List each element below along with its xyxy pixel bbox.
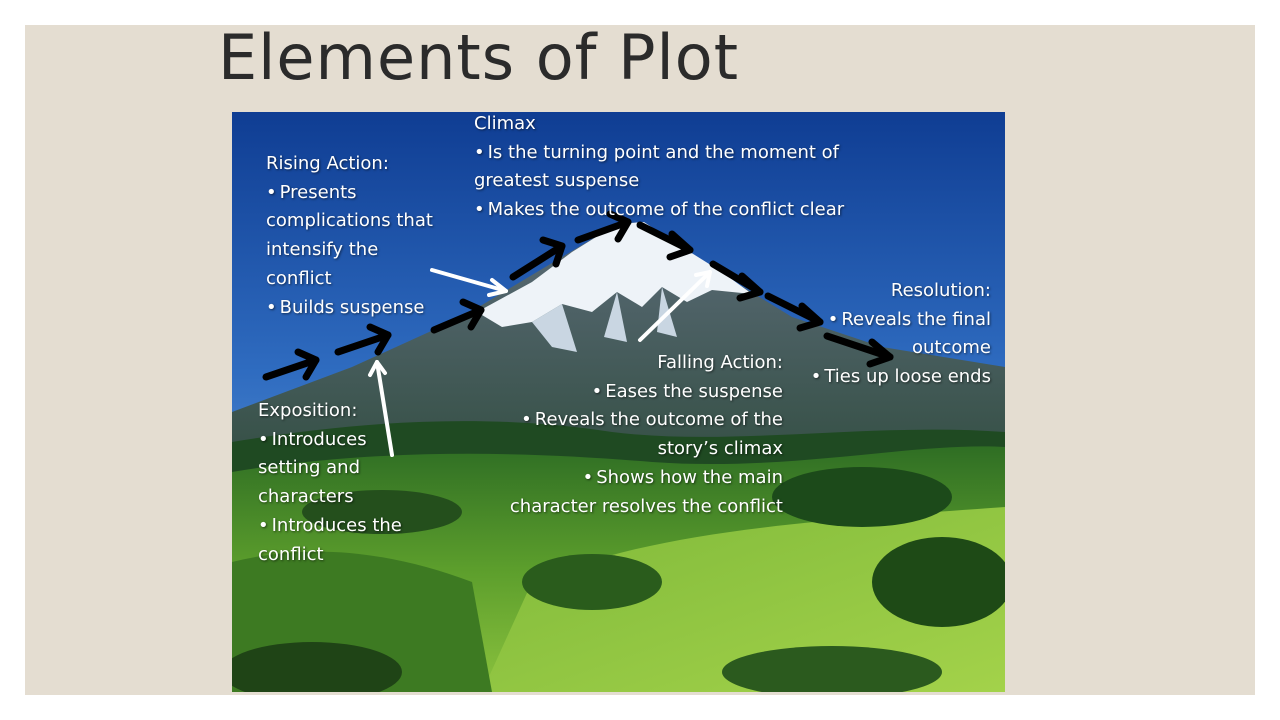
exposition-heading: Exposition: <box>258 397 418 426</box>
falling-action-bullet: Eases the suspense <box>508 378 783 407</box>
resolution-heading: Resolution: <box>800 277 991 306</box>
falling-action-bullet: Reveals the outcome of the story’s clima… <box>508 406 783 463</box>
rising-action-bullet: Presents complications that intensify th… <box>266 179 441 294</box>
falling-action-bullet: Shows how the main character resolves th… <box>508 464 783 521</box>
climax-bullet: Is the turning point and the moment of g… <box>474 139 889 196</box>
climax-label: Climax Is the turning point and the mome… <box>474 110 889 225</box>
exposition-label: Exposition: Introduces setting and chara… <box>258 397 418 569</box>
falling-action-label: Falling Action: Eases the suspense Revea… <box>508 349 783 521</box>
resolution-bullet: Ties up loose ends <box>800 363 991 392</box>
exposition-bullet: Introduces setting and characters <box>258 426 418 512</box>
resolution-bullet: Reveals the final outcome <box>800 306 991 363</box>
rising-action-heading: Rising Action: <box>266 150 441 179</box>
resolution-label: Resolution: Reveals the final outcome Ti… <box>800 277 991 392</box>
climax-bullet: Makes the outcome of the conflict clear <box>474 196 889 225</box>
rising-action-bullet: Builds suspense <box>266 294 441 323</box>
falling-action-heading: Falling Action: <box>508 349 783 378</box>
exposition-bullet: Introduces the conflict <box>258 512 418 569</box>
climax-heading: Climax <box>474 110 889 139</box>
rising-action-label: Rising Action: Presents complications th… <box>266 150 441 322</box>
slide-title: Elements of Plot <box>218 18 739 98</box>
